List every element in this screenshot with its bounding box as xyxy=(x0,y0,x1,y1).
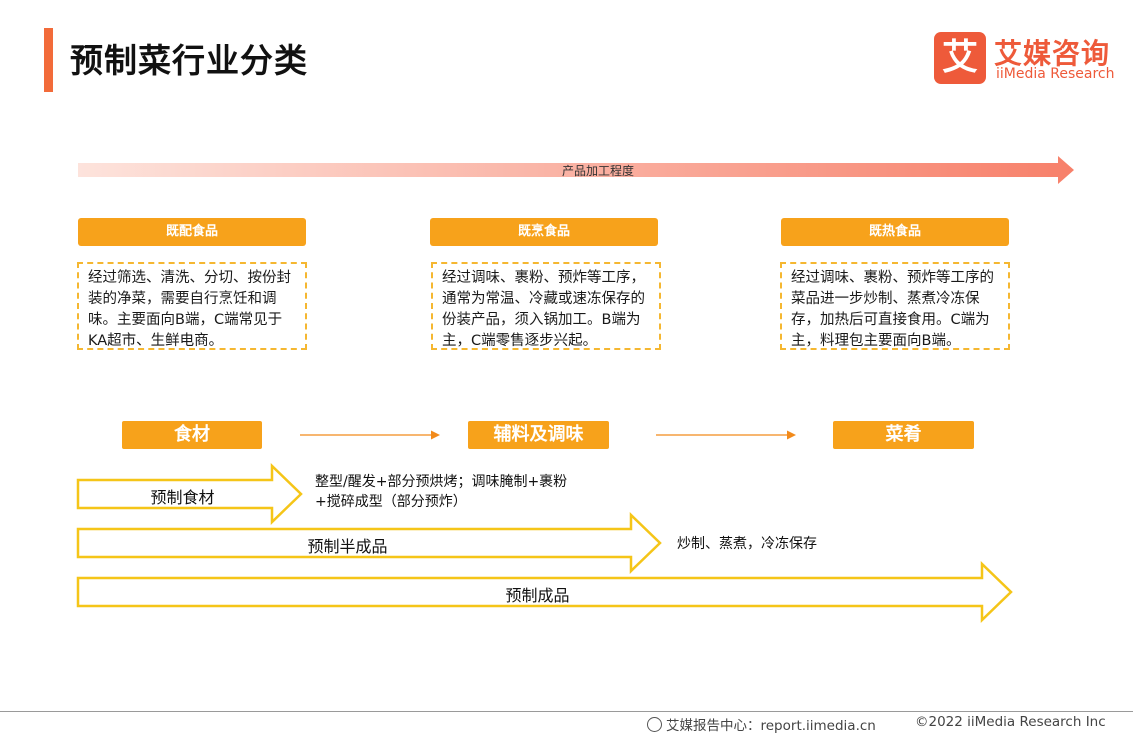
category-desc-pre-prepared: 经过筛选、清洗、分切、按份封装的净菜，需要自行烹饪和调味。主要面向B端，C端常见… xyxy=(77,262,307,350)
logo-mark-icon: 艾 xyxy=(934,32,986,84)
title-accent-bar xyxy=(44,28,53,92)
footer-copyright: ©2022 iiMedia Research Inc xyxy=(915,714,1106,730)
globe-icon xyxy=(647,717,662,732)
stage-flow-arrow-1 xyxy=(300,430,440,440)
page-title: 预制菜行业分类 xyxy=(70,41,308,80)
note-pre-made-ingredients: 整型/醒发+部分预烘烤；调味腌制+裹粉+搅碎成型（部分预炸） xyxy=(315,474,568,510)
category-header-ready-to-heat: 既热食品 xyxy=(781,218,1009,246)
processing-degree-arrow xyxy=(78,156,1074,184)
category-header-pre-cooked: 既烹食品 xyxy=(430,218,658,246)
label-pre-made-ingredients: 预制食材 xyxy=(150,488,215,507)
category-header-pre-prepared: 既配食品 xyxy=(78,218,306,246)
stage-flow-arrow-2 xyxy=(656,430,796,440)
stage-dishes: 菜肴 xyxy=(833,421,974,449)
label-pre-made-finished: 预制成品 xyxy=(505,586,570,605)
category-desc-pre-cooked: 经过调味、裹粉、预炸等工序，通常为常温、冷藏或速冻保存的份装产品，须入锅加工。B… xyxy=(431,262,661,350)
iimedia-logo: 艾 艾媒咨询 iiMedia Research xyxy=(934,30,1115,86)
processing-degree-label: 产品加工程度 xyxy=(561,164,634,178)
logo-name-cn: 艾媒咨询 xyxy=(994,37,1111,70)
arrow-pre-made-ingredients xyxy=(76,463,303,525)
category-desc-ready-to-heat: 经过调味、裹粉、预炸等工序的菜品进一步炒制、蒸煮冷冻保存，加热后可直接食用。C端… xyxy=(780,262,1010,350)
stage-seasoning: 辅料及调味 xyxy=(468,421,609,449)
arrow-pre-made-semi-finished xyxy=(76,512,662,574)
footer-divider xyxy=(0,711,1133,712)
stage-ingredients: 食材 xyxy=(122,421,262,449)
footer-source-text: 艾媒报告中心：report.iimedia.cn xyxy=(666,718,876,734)
label-pre-made-semi-finished: 预制半成品 xyxy=(307,537,388,556)
logo-name-en: iiMedia Research xyxy=(996,66,1115,82)
arrow-pre-made-finished xyxy=(76,561,1013,623)
footer-source: 艾媒报告中心：report.iimedia.cn xyxy=(647,714,876,734)
note-pre-made-semi-finished: 炒制、蒸煮，冷冻保存 xyxy=(677,536,817,552)
